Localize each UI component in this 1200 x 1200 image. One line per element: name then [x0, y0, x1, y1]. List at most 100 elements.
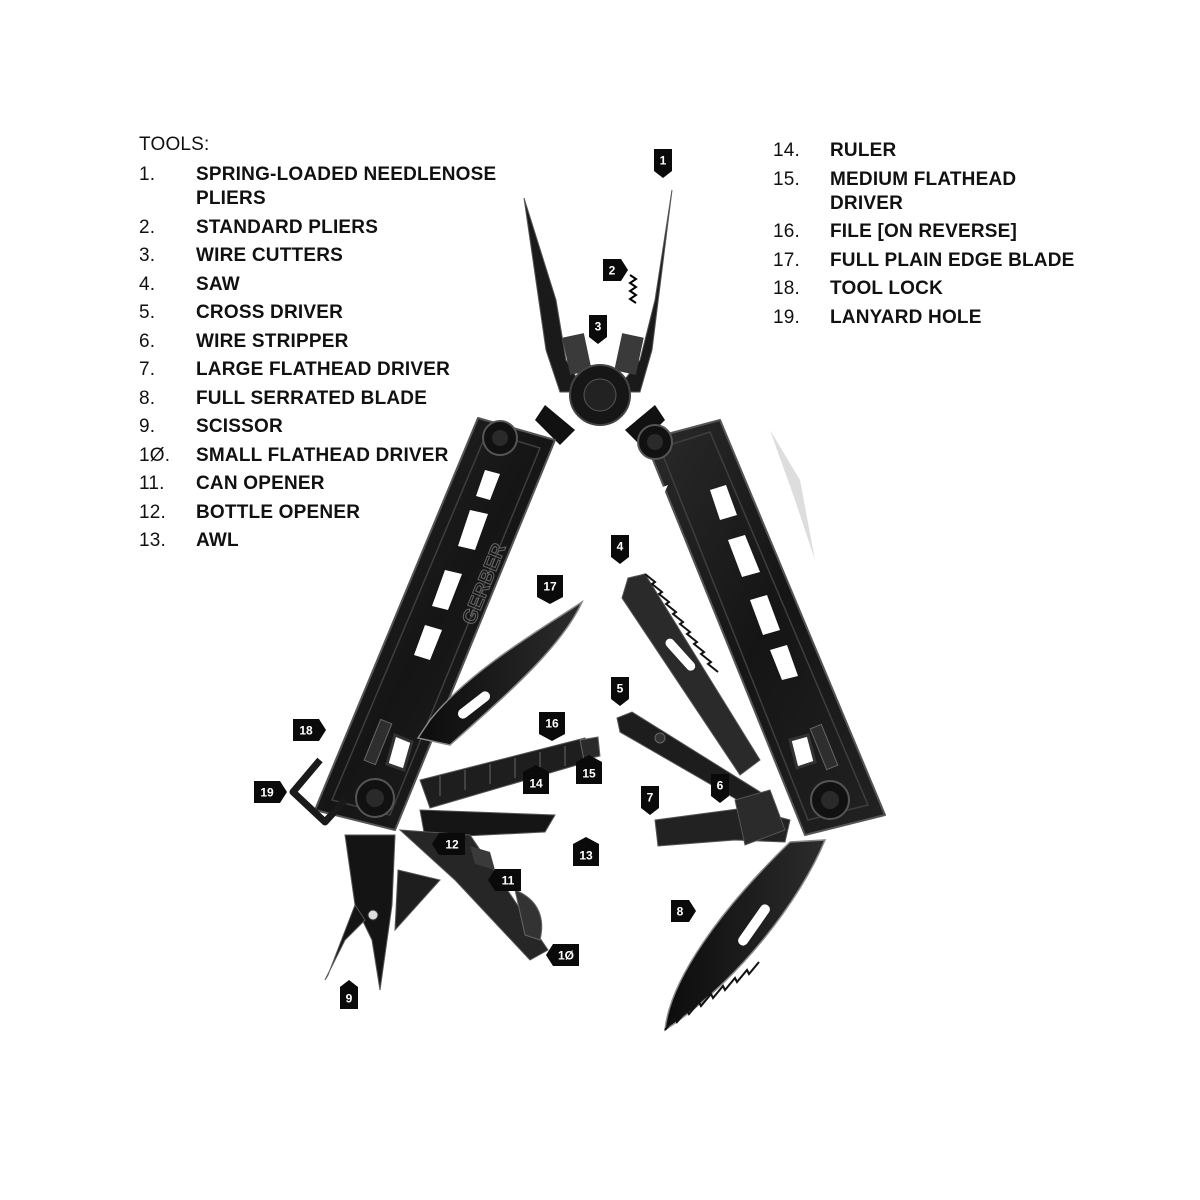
callout-marker-1: 1: [654, 149, 672, 178]
legend-item-label: WIRE STRIPPER: [196, 330, 349, 352]
legend-item: 15.MEDIUM FLATHEAD DRIVER: [773, 168, 1093, 216]
legend-item-label: BOTTLE OPENER: [196, 501, 361, 523]
ruler-icon: [419, 736, 601, 809]
callout-number: 7: [647, 791, 654, 805]
legend-item-label: STANDARD PLIERS: [196, 216, 379, 238]
callout-tag-icon: [488, 869, 521, 891]
callout-marker-5: 5: [611, 677, 629, 706]
legend-item-label: SCISSOR: [196, 416, 283, 437]
legend-item-number: 15.: [773, 168, 801, 190]
legend-item-number: 13.: [139, 530, 167, 551]
callout-tag-icon: [539, 712, 565, 741]
callout-tag-icon: [654, 149, 672, 178]
callout-tag-icon: [254, 781, 287, 803]
callout-number: 1: [660, 154, 667, 168]
legend-item-label: TOOL LOCK: [830, 278, 943, 299]
legend-item: 12. BOTTLE OPENER: [139, 501, 519, 525]
legend-item-number: 2.: [139, 216, 156, 238]
large-flathead-driver-icon: [654, 789, 791, 847]
legend-item-label: LANYARD HOLE: [830, 306, 982, 328]
callout-number: 14: [529, 777, 543, 791]
callout-number: 19: [260, 786, 274, 800]
legend-item-label: LARGE FLATHEAD DRIVER: [196, 359, 451, 380]
callout-marker-9: 9: [340, 980, 358, 1009]
callout-tag-icon: [611, 535, 629, 564]
serrated-blade-icon: [664, 839, 827, 1032]
callout-number: 18: [299, 724, 313, 738]
lanyard-hole-icon: [289, 757, 348, 826]
legend-item: 3. WIRE CUTTERS: [139, 244, 519, 268]
legend-item: 16. FILE [ON REVERSE]: [773, 220, 1093, 244]
legend-item-number: 8.: [139, 387, 156, 409]
callout-tag-icon: [293, 719, 326, 741]
callout-number: 1Ø: [558, 949, 574, 963]
legend-item: 1Ø.SMALL FLATHEAD DRIVER: [139, 444, 519, 468]
callout-tag-icon: [576, 755, 602, 784]
scissors-icon: [324, 834, 441, 991]
legend-item-number: 17.: [773, 249, 801, 271]
legend-item-number: 14.: [773, 140, 801, 161]
callout-number: 13: [579, 849, 593, 863]
callout-number: 15: [582, 767, 596, 781]
legend-item: 17.FULL PLAIN EDGE BLADE: [773, 249, 1093, 273]
legend-item-label: CROSS DRIVER: [196, 302, 344, 323]
callout-number: 2: [609, 264, 616, 278]
legend-item-label: SAW: [196, 273, 240, 295]
pliers-jaws-icon: [523, 189, 673, 445]
legend-item-number: 16.: [773, 221, 801, 242]
legend-item: 4. SAW: [139, 273, 519, 297]
callout-tag-icon: [611, 677, 629, 706]
legend-item-label: FILE [ON REVERSE]: [830, 221, 1018, 242]
callout-tag-icon: [671, 900, 696, 922]
callout-marker-13: 13: [573, 837, 599, 866]
legend-item-number: 3.: [139, 245, 156, 266]
callout-tag-icon: [523, 765, 549, 794]
callout-marker-14: 14: [523, 765, 549, 794]
legend-item-number: 18.: [773, 278, 801, 299]
callout-tag-icon: [711, 774, 729, 803]
callout-number: 5: [617, 682, 624, 696]
callout-tag-icon: [537, 575, 563, 604]
legend-item-label: RULER: [830, 140, 897, 161]
legend-item-number: 4.: [139, 273, 156, 295]
callout-marker-7: 7: [641, 786, 659, 815]
plain-edge-blade-icon: [416, 599, 584, 746]
legend-item: 1.SPRING-LOADED NEEDLENOSE PLIERS: [139, 163, 519, 211]
callout-marker-1Ø: 1Ø: [546, 944, 579, 966]
callout-number: 11: [502, 874, 515, 888]
legend-item-number: 1.: [139, 164, 156, 185]
legend-item: 2. STANDARD PLIERS: [139, 216, 519, 240]
legend-item-number: 19.: [773, 306, 801, 328]
legend-item-label: FULL SERRATED BLADE: [196, 387, 428, 409]
callout-tag-icon: [340, 980, 358, 1009]
legend-item-number: 12.: [139, 501, 167, 523]
legend-item-number: 7.: [139, 359, 156, 380]
legend-item: 13.AWL: [139, 529, 519, 553]
callout-tag-icon: [573, 837, 599, 866]
callout-number: 17: [543, 580, 557, 594]
callout-marker-16: 16: [539, 712, 565, 741]
callout-tag-icon: [641, 786, 659, 815]
callout-marker-4: 4: [611, 535, 629, 564]
legend-item: 9.SCISSOR: [139, 415, 519, 439]
legend-item-number: 6.: [139, 330, 156, 352]
legend-item-label: CAN OPENER: [196, 473, 325, 494]
legend-item-label: WIRE CUTTERS: [196, 245, 344, 266]
legend-item: 18. TOOL LOCK: [773, 277, 1093, 301]
callout-marker-3: 3: [589, 315, 607, 344]
callout-tag-icon: [603, 259, 628, 281]
callout-marker-8: 8: [671, 900, 696, 922]
callout-marker-2: 2: [603, 259, 628, 281]
callout-marker-19: 19: [254, 781, 287, 803]
callout-number: 12: [445, 838, 459, 852]
callout-number: 6: [717, 779, 724, 793]
callout-number: 4: [617, 540, 624, 554]
legend-title: TOOLS:: [139, 134, 210, 155]
callout-number: 3: [595, 320, 602, 334]
legend-item: 5.CROSS DRIVER: [139, 301, 519, 325]
tools-legend-right: 14. RULER 15.MEDIUM FLATHEAD DRIVER 16. FILE…: [773, 139, 1093, 334]
callout-marker-11: 11: [488, 869, 521, 891]
callout-tag-icon: [589, 315, 607, 344]
tools-legend-left: TOOLS: 1.SPRING-LOADED NEEDLENOSE PLIERS…: [139, 133, 519, 558]
